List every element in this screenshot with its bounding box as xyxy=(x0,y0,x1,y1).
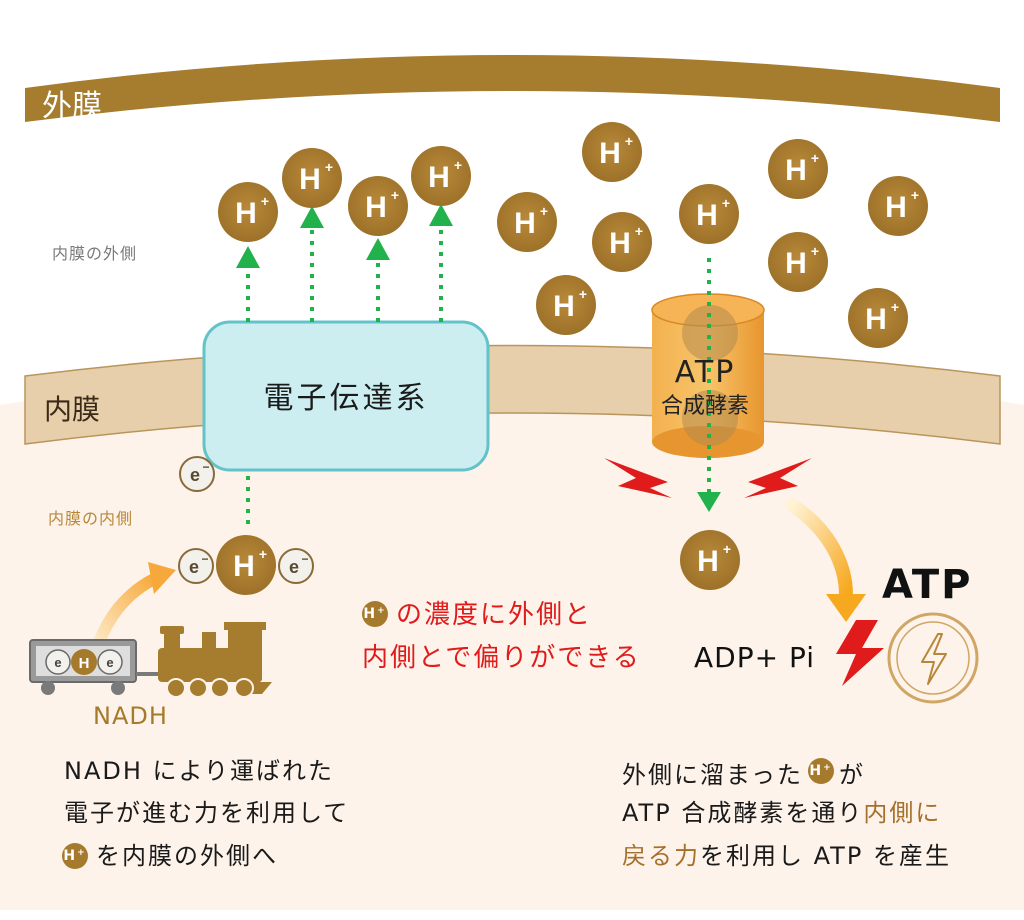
outer-membrane xyxy=(25,55,1000,122)
proton-icon xyxy=(282,148,342,208)
svg-text:H: H xyxy=(79,655,90,672)
proton-icon xyxy=(592,212,652,272)
left-desc-line1: NADH により運ばれた xyxy=(64,757,335,785)
proton-icon xyxy=(218,182,278,242)
left-desc-line3: H+を内膜の外側へ xyxy=(62,842,278,870)
atp-synthase-label: ATP xyxy=(674,355,736,390)
electron-icon xyxy=(179,456,215,492)
proton-icon xyxy=(497,192,557,252)
left-desc-line2: 電子が進む力を利用して xyxy=(64,799,350,827)
gradient-text-line2: 内側とで偏りができる xyxy=(362,643,641,673)
proton-icon xyxy=(768,232,828,292)
proton-icon xyxy=(868,176,928,236)
proton-icon xyxy=(848,288,908,348)
proton-inline-icon: H+ xyxy=(362,601,388,627)
proton-icon xyxy=(411,146,471,206)
matrix-region xyxy=(0,362,1024,920)
proton-icon xyxy=(680,530,740,590)
proton-icon xyxy=(536,275,596,335)
proton-icon xyxy=(582,122,642,182)
outer-membrane-label: 外膜 xyxy=(42,89,102,124)
nadh-arrow-icon xyxy=(94,572,162,646)
svg-text:e: e xyxy=(54,655,61,670)
atp-synthase-sublabel: 合成酵素 xyxy=(660,394,749,419)
energy-bolt-icon xyxy=(836,620,884,686)
inner-membrane-label: 内膜 xyxy=(44,393,101,426)
energy-bolt-icon xyxy=(604,458,672,498)
right-desc-line2: ATP 合成酵素を通り内側に xyxy=(622,799,942,827)
gradient-text-line1: H+の濃度に外側と xyxy=(362,600,593,630)
energy-bolt-icon xyxy=(744,458,812,498)
intermembrane-inside-label: 内膜の内側 xyxy=(48,509,134,528)
atp-energy-icon xyxy=(887,612,979,704)
electron-icon xyxy=(278,548,314,584)
etc-label: 電子伝達系 xyxy=(263,381,429,416)
proton-icon xyxy=(768,139,828,199)
nadh-label: NADH xyxy=(93,702,168,730)
proton-icon xyxy=(679,184,739,244)
right-desc-line3: 戻る力を利用し ATP を産生 xyxy=(622,842,951,870)
electron-icon xyxy=(178,548,214,584)
electron-transport-chain xyxy=(202,320,490,472)
svg-text:e: e xyxy=(106,655,113,670)
nadh-train-icon: e H e xyxy=(29,622,272,698)
atp-synthase xyxy=(651,293,765,458)
proton-inline-icon: H+ xyxy=(62,843,88,869)
curved-arrow-icon xyxy=(785,498,853,602)
proton-inline-icon: H+ xyxy=(808,758,835,784)
proton-pump-arrows xyxy=(246,226,443,530)
proton-icon xyxy=(348,176,408,236)
intermembrane-outside-label: 内膜の外側 xyxy=(52,244,138,263)
adp-pi-label: ADP+ Pi xyxy=(694,641,816,674)
proton-icon xyxy=(216,535,276,595)
atp-label: ATP xyxy=(882,562,973,608)
